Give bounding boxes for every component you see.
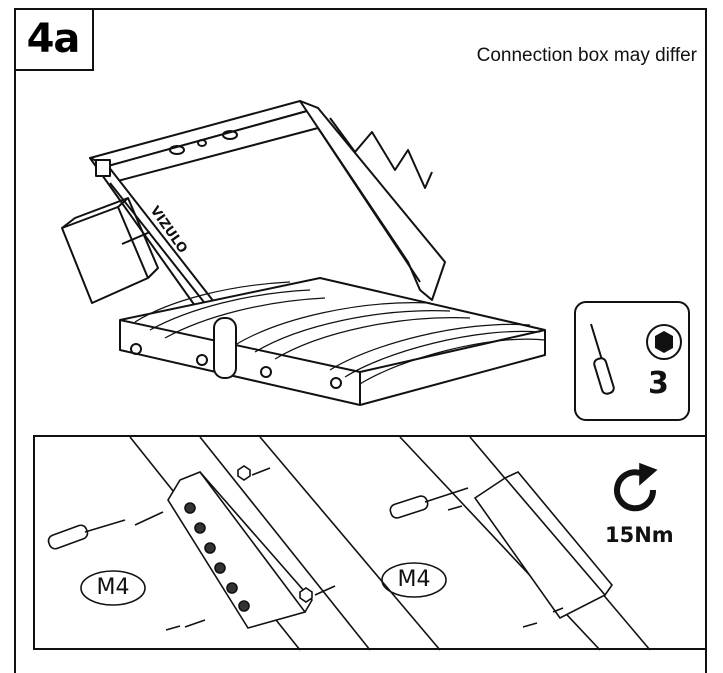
- torque-label: 15Nm: [605, 523, 674, 547]
- screw-size-label-right: M4: [397, 567, 431, 592]
- hex-size-label: 3: [648, 366, 669, 401]
- step-number: 4a: [14, 8, 94, 71]
- screw-size-label-left: M4: [96, 575, 130, 600]
- note-text: Connection box may differ: [476, 45, 697, 66]
- page-frame: [14, 8, 707, 673]
- rotate-clockwise-icon: [622, 470, 662, 510]
- tool-requirements-box: [574, 301, 690, 421]
